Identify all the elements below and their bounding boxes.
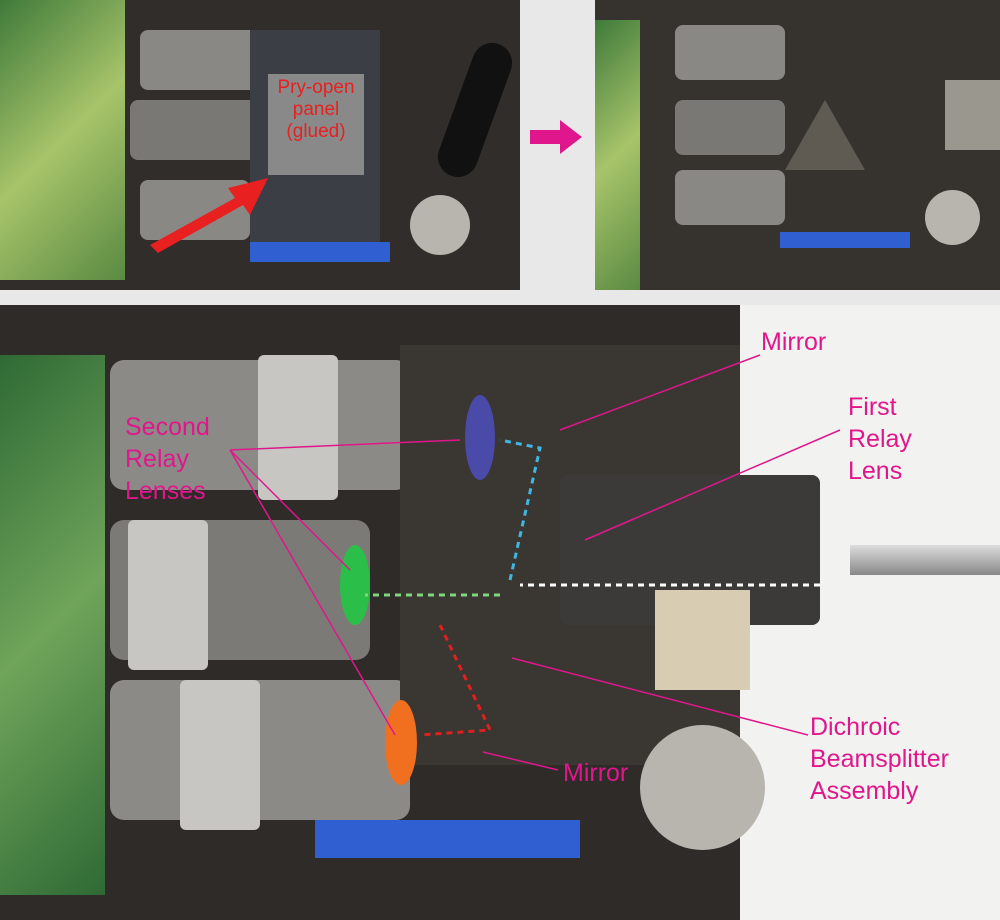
leader-second-relay-3 [229,449,396,736]
lens-bracket [128,520,208,670]
light-paths [365,438,820,737]
green-lens [340,545,370,625]
label-line: First [848,393,897,421]
transition-arrow [530,120,582,154]
focus-knob [640,725,765,850]
leader-first-relay [584,429,841,541]
callout-line: panel [292,99,340,120]
blue-beam [499,438,542,581]
relay-cylinder [675,100,785,155]
relay-cylinder [130,100,270,160]
relay-cylinder [110,680,410,820]
relay-cylinder [140,30,260,90]
red-pointer-arrow [150,178,268,253]
label-line: Relay [125,445,189,473]
label-line: Lenses [125,477,206,505]
circuit-board [0,355,105,895]
probe-tool [850,545,1000,575]
relay-cylinder [675,25,785,80]
red-lens [385,700,417,785]
relay-cylinder [675,170,785,225]
blue-connector [250,242,390,262]
focus-knob [410,195,470,255]
leader-mirror-top [559,354,761,431]
label-line: Lens [848,457,903,485]
label-first-relay-lens: First Relay Lens [848,391,912,487]
connector-plate [655,590,750,690]
label-dichroic-assembly: Dichroic Beamsplitter Assembly [810,711,949,807]
red-beam [419,624,493,737]
label-line: Second [125,413,210,441]
focus-knob [925,190,980,245]
label-line: Assembly [810,777,919,805]
circuit-board [595,20,640,290]
photo-after [595,0,1000,290]
label-second-relay-lenses: Second Relay Lenses [125,411,210,507]
leader-second-relay-2 [229,449,351,571]
circuit-board [0,0,125,280]
beamsplitter-prism [785,100,865,170]
leader-second-relay-1 [229,439,461,451]
lens-barrel [945,80,1000,150]
blue-connector [315,820,580,858]
photo-closeup [0,305,1000,920]
lens-bracket [180,680,260,830]
label-line: Relay [848,425,912,453]
leader-dichroic [511,657,809,736]
leader-mirror-bottom [482,751,559,771]
label-leader-lines [229,354,841,771]
blue-connector [780,232,910,248]
label-line: Dichroic [810,713,901,741]
label-mirror-bottom: Mirror [563,759,629,787]
lens-bracket [258,355,338,500]
callout-line: (glued) [286,121,346,142]
pry-open-callout: Pry-open panel (glued) [268,74,364,175]
label-line: Beamsplitter [810,745,949,773]
blue-lens [465,395,495,480]
callout-line: Pry-open [277,77,355,98]
label-mirror-top: Mirror [761,328,827,356]
